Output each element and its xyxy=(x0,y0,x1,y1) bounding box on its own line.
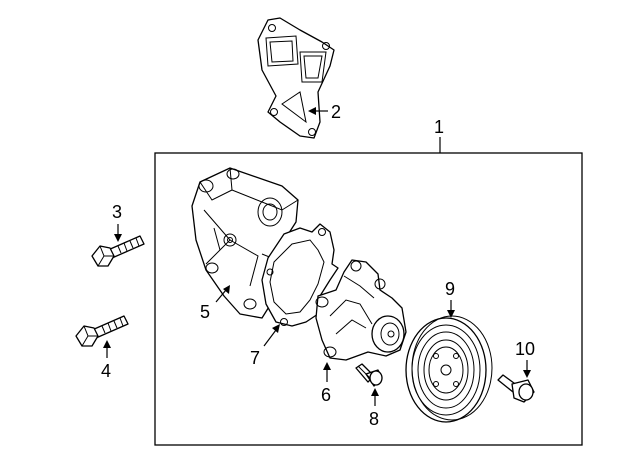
callout-5-arrowhead xyxy=(223,285,230,294)
callout-7-arrowhead xyxy=(272,324,280,333)
part-5-pump-housing xyxy=(191,167,299,319)
callout-9-arrowhead xyxy=(447,310,455,318)
part-3-bolt xyxy=(91,235,145,267)
callout-2: 2 xyxy=(331,102,341,122)
callout-10-arrowhead xyxy=(523,370,531,378)
callout-4-arrowhead xyxy=(103,340,111,348)
callout-7: 7 xyxy=(250,348,260,368)
callout-5: 5 xyxy=(200,302,210,322)
callout-8: 8 xyxy=(369,409,379,429)
callout-10: 10 xyxy=(515,339,535,359)
part-4-bolt xyxy=(75,315,129,347)
assembly-frame xyxy=(154,152,583,446)
callout-9: 9 xyxy=(445,279,455,299)
callout-4: 4 xyxy=(101,361,111,381)
part-9-pulley xyxy=(405,315,493,423)
callout-8-arrowhead xyxy=(371,388,379,396)
part-10-bolt xyxy=(497,374,535,403)
part-6-water-pump xyxy=(315,259,407,361)
callout-6-arrowhead xyxy=(323,362,331,370)
callout-5-leader xyxy=(215,289,227,303)
part-8-bolt xyxy=(355,363,383,387)
callout-3: 3 xyxy=(112,202,122,222)
callout-3-arrowhead xyxy=(114,234,122,242)
part-2-bracket-gasket xyxy=(257,17,335,139)
callout-6: 6 xyxy=(321,385,331,405)
callout-2-arrowhead xyxy=(308,107,316,115)
callout-7-leader xyxy=(263,329,277,347)
callout-1: 1 xyxy=(434,117,444,137)
